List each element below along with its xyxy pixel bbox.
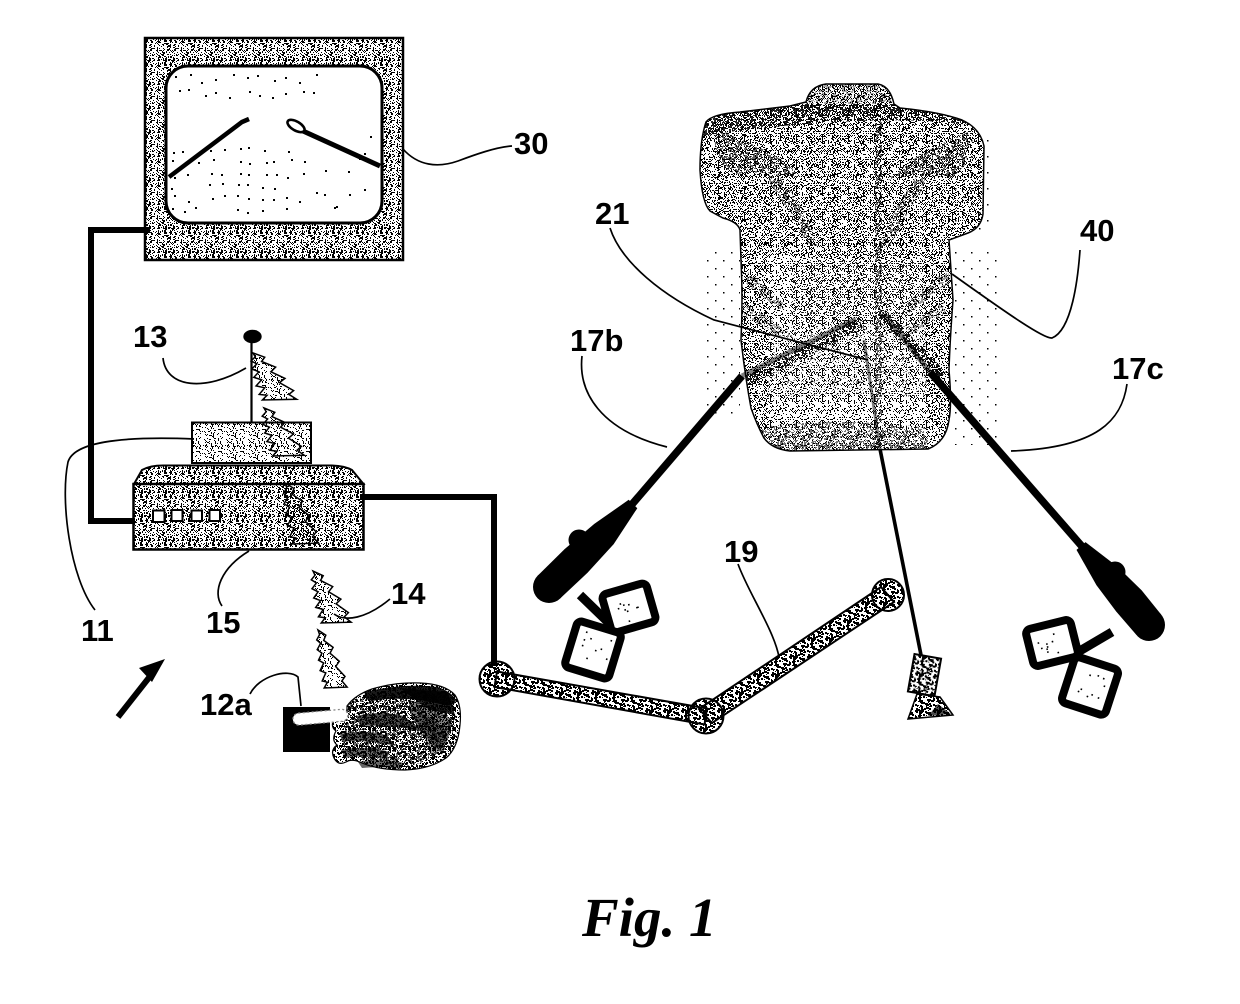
svg-text:11: 11	[81, 613, 114, 648]
svg-text:Fig. 1: Fig. 1	[581, 887, 716, 948]
svg-text:19: 19	[724, 534, 758, 569]
svg-text:15: 15	[206, 605, 240, 640]
svg-text:40: 40	[1080, 213, 1114, 248]
svg-text:14: 14	[391, 576, 426, 611]
svg-text:30: 30	[514, 126, 548, 161]
svg-text:17c: 17c	[1112, 351, 1164, 386]
svg-text:13: 13	[133, 319, 167, 354]
svg-text:21: 21	[595, 196, 629, 231]
svg-text:17b: 17b	[570, 323, 623, 358]
svg-text:12a: 12a	[200, 687, 252, 722]
